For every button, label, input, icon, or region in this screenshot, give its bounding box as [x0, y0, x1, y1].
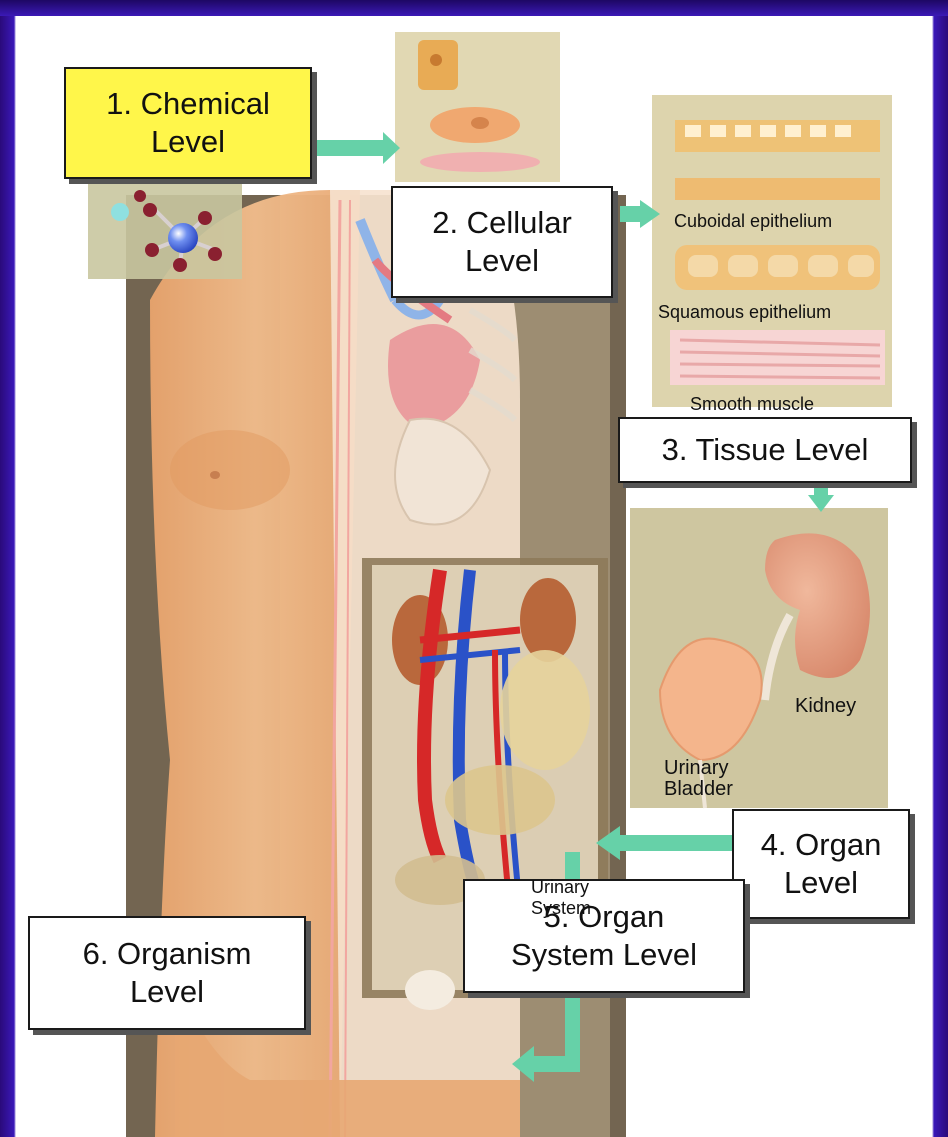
level-chemical-box: 1. Chemical Level	[64, 67, 312, 179]
level-organ-system-box: 5. Organ System Level	[463, 879, 745, 993]
level-organ-box: 4. Organ Level	[732, 809, 910, 919]
label-squamous-epithelium: Squamous epithelium	[658, 302, 831, 323]
arrow-cellular-to-tissue	[620, 206, 642, 222]
label-kidney: Kidney	[795, 696, 856, 717]
slide-canvas: 1. Chemical Level 2. Cellular Level 3. T…	[16, 16, 932, 1137]
squamous-epithelium-graphic	[675, 245, 880, 290]
level-cellular-box: 2. Cellular Level	[391, 186, 613, 298]
label-cuboidal-epithelium: Cuboidal epithelium	[674, 211, 832, 232]
level-tissue-box: 3. Tissue Level	[618, 417, 912, 483]
level-organism-box: 6. Organism Level	[28, 916, 306, 1030]
label-urinary-system: Urinary System	[531, 877, 591, 919]
smooth-muscle-graphic	[670, 330, 885, 385]
chemical-panel	[88, 177, 242, 279]
arrow-organ-to-system	[618, 835, 733, 851]
label-urinary-bladder: Urinary Bladder	[664, 758, 733, 800]
arrow-chemical-to-cellular	[315, 140, 383, 156]
slide-top-border	[0, 0, 948, 16]
label-smooth-muscle: Smooth muscle	[690, 394, 814, 415]
